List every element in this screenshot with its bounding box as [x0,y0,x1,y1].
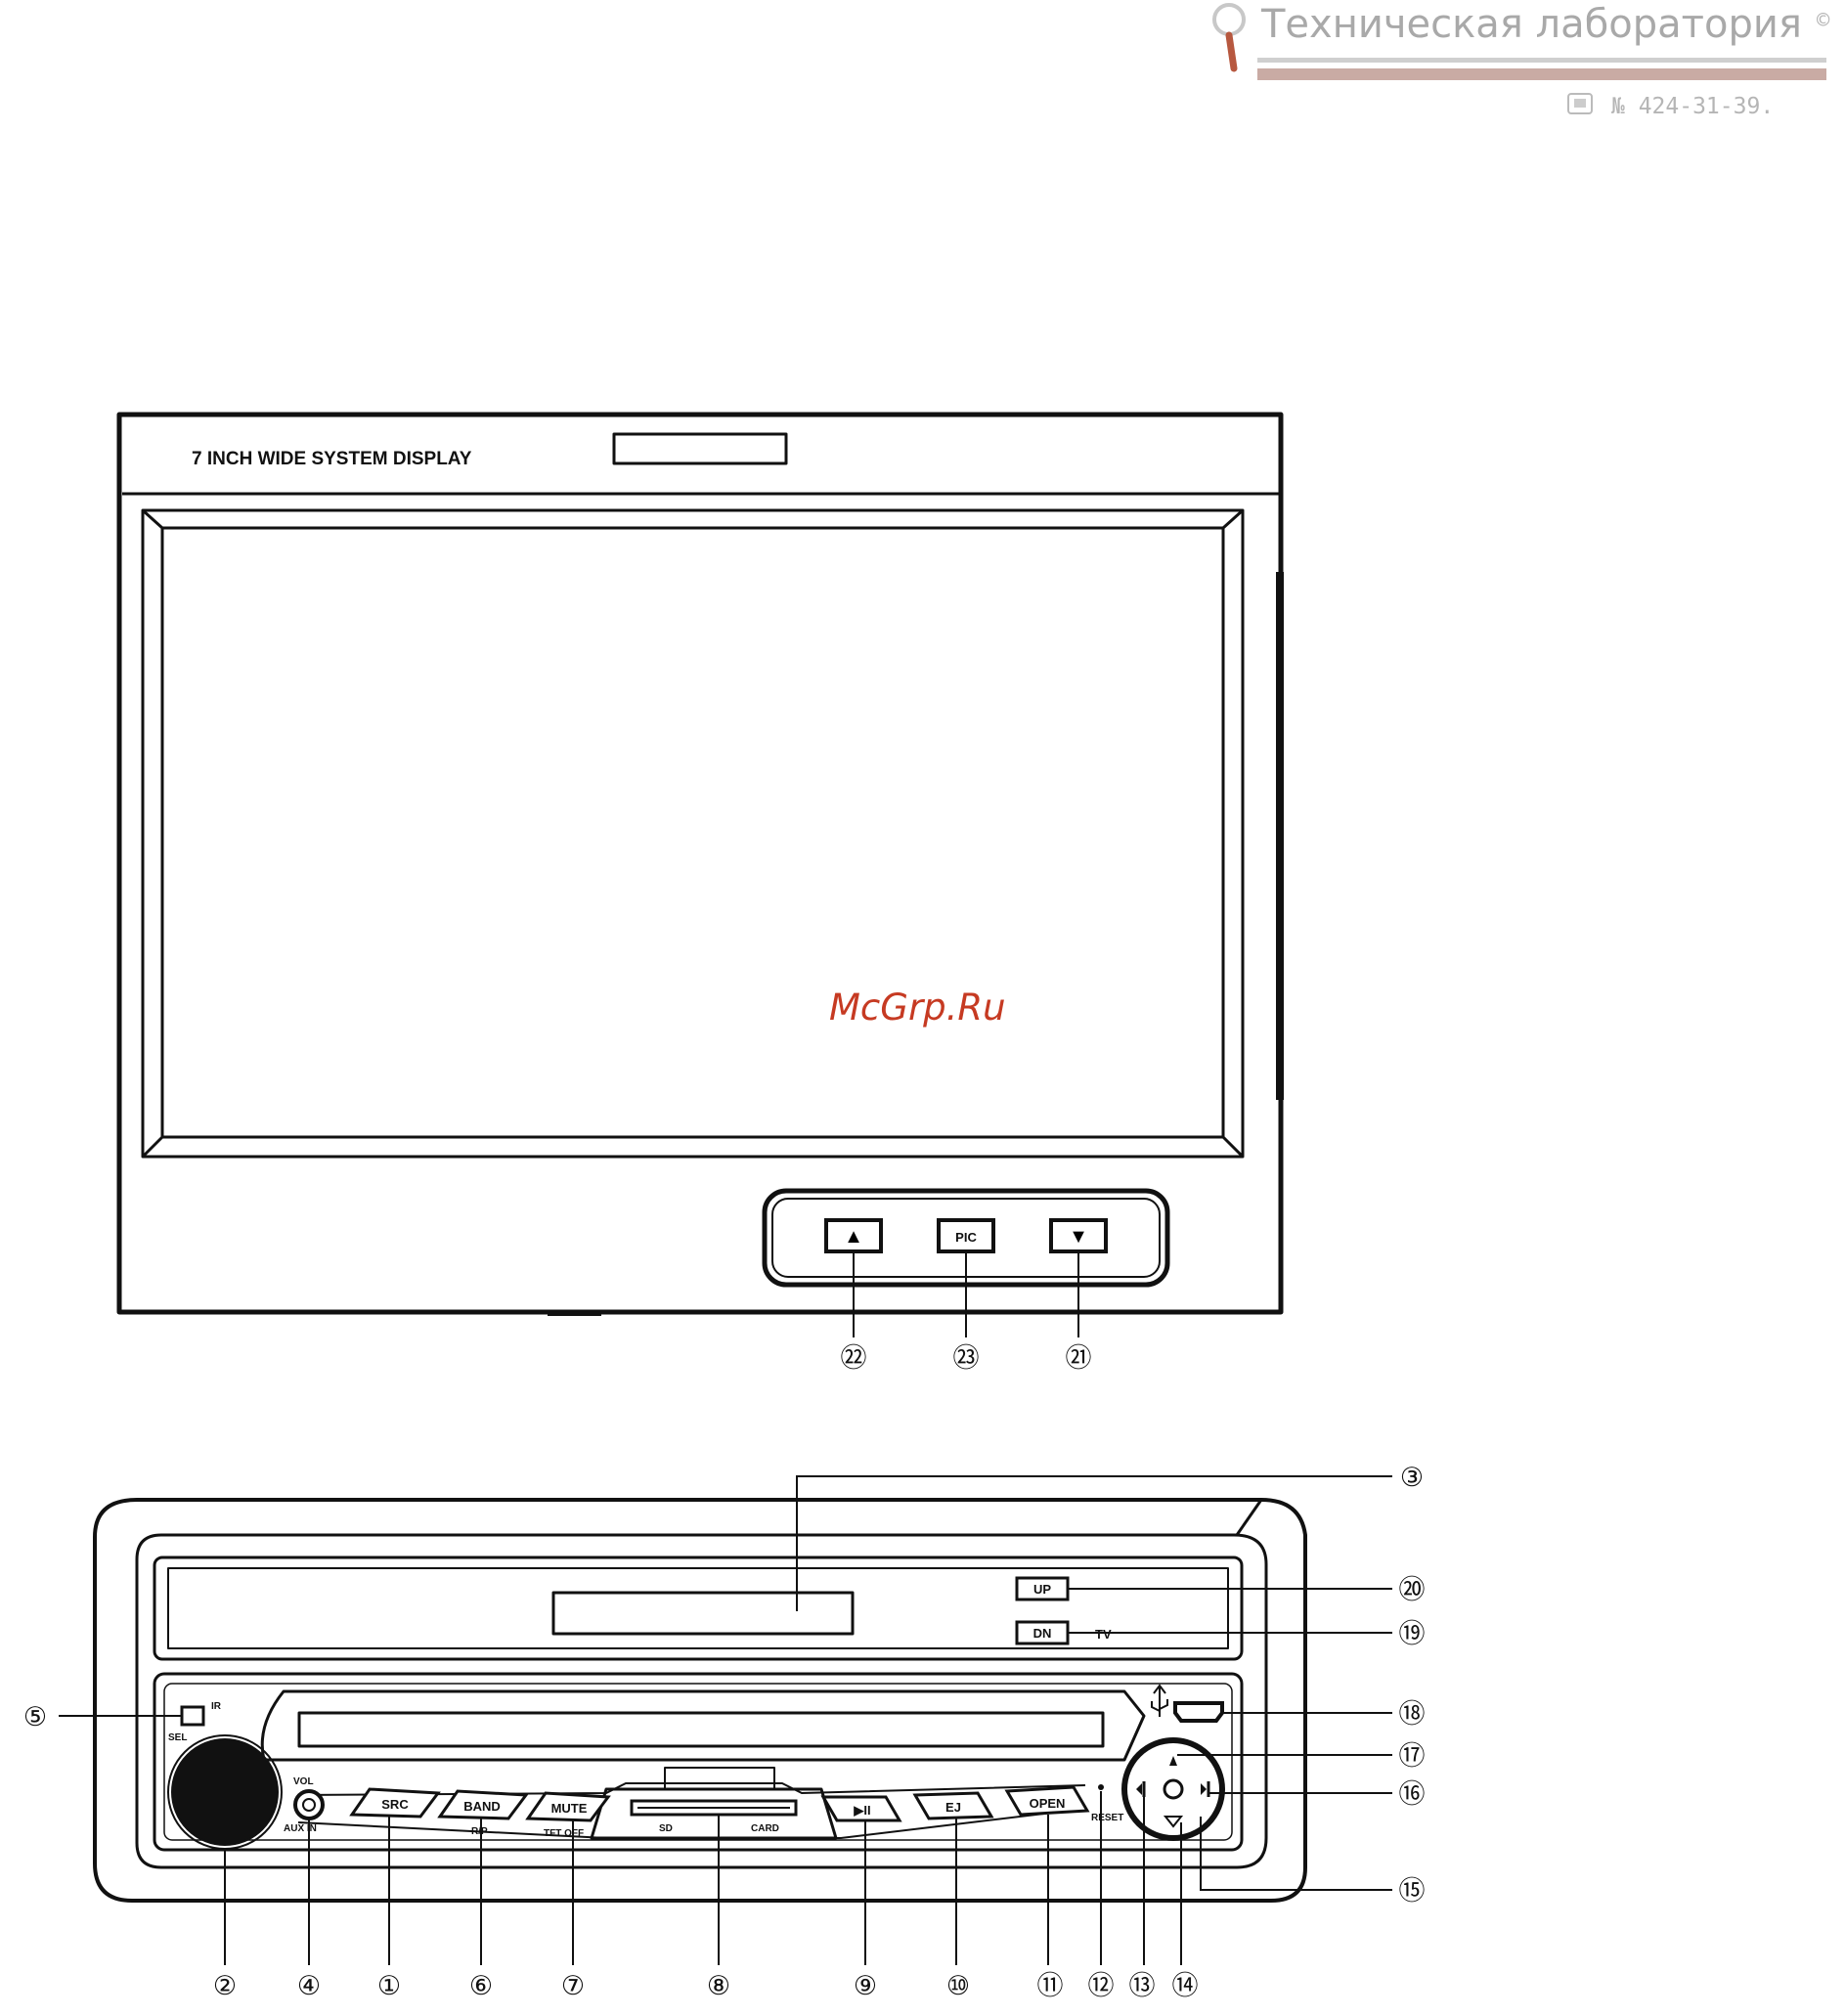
monitor-side-edge [1276,572,1284,1100]
pic-button-label: PIC [955,1230,977,1245]
copyright-mark: © [1817,9,1830,33]
callout-11: ⑪ [1037,1971,1064,2001]
screen [162,528,1223,1137]
mute-label: MUTE [551,1801,588,1816]
callout-3: ③ [1400,1463,1424,1493]
callout-16: ⑯ [1399,1779,1426,1810]
sd-label: SD [659,1823,673,1834]
front-panel-diagram [95,1500,1305,1901]
eject-button[interactable]: EJ [915,1793,991,1819]
up-button-label: UP [1033,1582,1051,1597]
callout-2: ② [213,1971,237,2001]
dn-button[interactable]: DN [1017,1622,1068,1643]
monitor-heading: 7 INCH WIDE SYSTEM DISPLAY [192,449,472,469]
callout-12: ⑫ [1088,1971,1115,2001]
watermark-phone: № 424-31-39. [1611,94,1774,119]
down-arrow-icon: ▼ [1069,1226,1088,1248]
sd-card-slot[interactable] [632,1801,796,1815]
callout-9: ⑨ [854,1971,877,2001]
band-sub-label: R/P [471,1826,488,1837]
ir-sensor [182,1707,203,1725]
open-button[interactable]: OPEN [1007,1787,1087,1815]
callout-8: ⑧ [707,1971,730,2001]
callout-4: ④ [297,1971,321,2001]
watermark-site: McGrp.Ru [829,986,1006,1029]
up-button[interactable]: UP [1017,1578,1068,1600]
aux-label: AUX IN [284,1823,317,1834]
callout-17: ⑰ [1399,1741,1426,1772]
callout-20: ⑳ [1399,1575,1426,1605]
ir-label: IR [211,1701,222,1712]
usb-port[interactable] [1175,1703,1222,1721]
callout-15: ⑮ [1399,1876,1426,1906]
watermark-title: Техническая лаборатория [1260,2,1802,47]
callout-6: ⑥ [469,1971,493,2001]
callout-7: ⑦ [561,1971,585,2001]
monitor-leaders [854,1251,1078,1337]
open-label: OPEN [1030,1796,1066,1811]
callout-13: ⑬ [1129,1971,1156,2001]
callout-21: ㉑ [1066,1343,1092,1374]
callout-18: ⑱ [1399,1699,1426,1730]
watermark-rule-light [1257,58,1826,63]
volume-knob[interactable] [172,1739,278,1845]
monitor-sensor-window [614,434,786,463]
callout-23: ㉓ [953,1343,980,1374]
callout-19: ⑲ [1399,1619,1426,1649]
monitor-down-button[interactable]: ▼ [1051,1220,1106,1251]
callout-22: ㉒ [841,1343,867,1374]
disc-slot [299,1713,1103,1746]
mute-button[interactable]: MUTE TFT OFF [528,1793,608,1839]
watermark-rule-dark [1257,68,1826,80]
reset-label: RESET [1091,1813,1123,1823]
sel-label: SEL [168,1732,187,1743]
monitor-pic-button[interactable]: PIC [939,1220,993,1251]
src-button[interactable]: SRC [352,1789,438,1817]
reset-button[interactable] [1098,1784,1104,1790]
tv-label: TV [1095,1627,1112,1642]
eject-label: EJ [945,1800,961,1815]
src-label: SRC [381,1797,409,1812]
callout-5: ⑤ [23,1702,47,1732]
callout-10: ⑩ [946,1971,970,2001]
screen-bezel [143,510,1243,1157]
card-label: CARD [751,1823,779,1834]
up-arrow-icon: ▲ [844,1226,863,1248]
dn-button-label: DN [1033,1626,1052,1641]
monitor-diagram [119,415,1284,1316]
band-label: BAND [463,1799,501,1814]
aux-in-jack[interactable] [295,1791,323,1819]
display-window [553,1593,853,1634]
disc-slot-frame [262,1691,1144,1760]
play-pause-icon: ▶II [853,1803,870,1818]
magnifier-icon [1214,5,1244,68]
callout-1: ① [377,1971,401,2001]
mute-sub-label: TFT OFF [544,1828,584,1839]
watermark: Техническая лаборатория © № 424-31-39. M… [829,2,1830,1029]
play-pause-button[interactable]: ▶II [823,1797,900,1820]
vol-label: VOL [293,1776,314,1787]
phone-icon [1568,94,1592,113]
monitor-up-button[interactable]: ▲ [826,1220,881,1251]
flip-panel [154,1557,1242,1659]
usb-icon [1152,1686,1167,1717]
callout-14: ⑭ [1172,1971,1199,2001]
monitor-outline [119,415,1281,1312]
